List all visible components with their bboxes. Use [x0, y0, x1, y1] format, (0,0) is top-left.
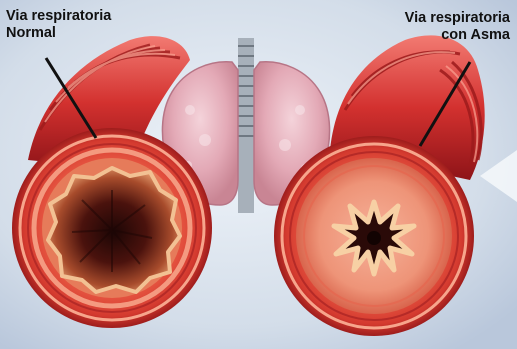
label-asthma-line1: Via respiratoria: [362, 10, 510, 27]
trachea: [238, 38, 254, 213]
label-asthma-airway: Via respiratoria con Asma: [362, 10, 510, 44]
label-asthma-line2: con Asma: [362, 27, 510, 44]
airway-normal-cross-section: [12, 128, 212, 328]
label-normal-line2: Normal: [6, 25, 111, 42]
label-normal-airway: Via respiratoria Normal: [6, 8, 111, 42]
airway-asthma-cross-section: [274, 136, 474, 336]
label-normal-line1: Via respiratoria: [6, 8, 111, 25]
